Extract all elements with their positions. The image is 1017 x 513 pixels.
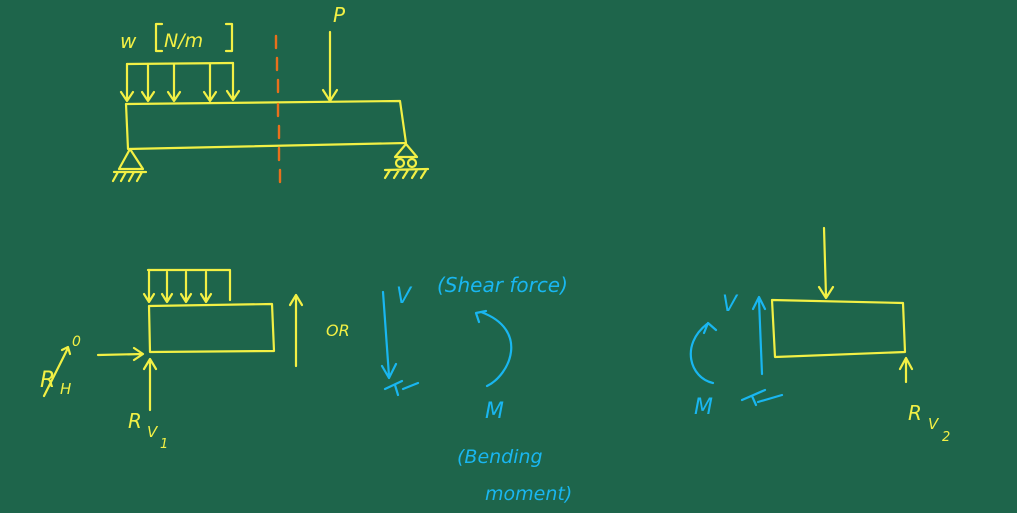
rv2-label: R — [908, 401, 922, 425]
rv1-arrow — [142, 357, 158, 412]
rv1-subscript: V — [147, 423, 159, 441]
roller-support — [393, 142, 419, 159]
rh-zero-label: 0 — [72, 334, 81, 350]
left-fbd-udl-1 — [142, 268, 156, 304]
right-moment-arrow — [689, 321, 718, 385]
rv1-index: 1 — [160, 437, 168, 452]
load-w-label: w — [120, 29, 137, 53]
m-right-label: M — [694, 395, 713, 420]
left-fbd-load-frame — [146, 268, 232, 302]
right-point-load-arrow — [817, 226, 835, 300]
rh-zero-arrow — [42, 345, 72, 398]
left-segment-body — [147, 302, 276, 354]
v-right-label: V — [722, 292, 739, 317]
full-beam-diagram: w N/m P — [111, 3, 430, 184]
point-load-arrow — [321, 30, 339, 103]
left-fbd-udl-2 — [160, 270, 174, 304]
rv2-arrow — [898, 356, 914, 384]
shear-convention-arrow — [380, 290, 398, 380]
m-left-label: M — [485, 399, 504, 424]
or-label: OR — [326, 321, 350, 340]
section-cut-line — [274, 34, 282, 184]
udl-arrow-2 — [140, 62, 156, 103]
roller-wheel-1 — [394, 157, 406, 169]
right-free-body: R V 2 V M — [689, 226, 950, 445]
unit-bracket-right — [224, 22, 234, 53]
udl-arrow-1 — [119, 62, 135, 103]
sign-convention: V (Shear force) M (Bending moment) — [380, 273, 572, 505]
left-fbd-udl-4 — [199, 270, 213, 304]
pin-ground-hatch — [111, 170, 148, 183]
left-convention-mark — [383, 379, 420, 397]
bending-label-line1: (Bending — [457, 446, 543, 468]
roller-wheel-2 — [406, 157, 418, 169]
shear-force-label: (Shear force) — [437, 273, 568, 297]
rh-label: R — [40, 368, 55, 393]
left-fbd-udl-3 — [179, 270, 193, 304]
v-left-label: V — [396, 284, 413, 309]
left-shear-arrow — [288, 293, 304, 368]
unit-bracket-left — [154, 22, 164, 53]
left-free-body: R H 0 R V 1 OR — [40, 268, 350, 452]
roller-ground-hatch — [383, 167, 430, 180]
right-shear-arrow — [751, 295, 767, 376]
udl-arrow-4 — [202, 62, 218, 103]
point-load-label: P — [333, 3, 346, 27]
rv1-label: R — [128, 409, 142, 433]
rv2-subscript: V — [928, 415, 940, 433]
rh-arrow — [96, 346, 145, 362]
udl-arrow-3 — [166, 62, 182, 103]
rh-subscript: H — [60, 380, 71, 398]
load-unit-label: N/m — [164, 30, 203, 52]
rv2-index: 2 — [942, 430, 950, 445]
udl-arrow-5 — [225, 61, 241, 102]
right-segment-body — [770, 298, 907, 359]
right-convention-mark — [740, 388, 784, 407]
beam-body — [124, 99, 408, 151]
pin-support — [117, 147, 145, 171]
distributed-load-top — [125, 61, 235, 66]
moment-convention-arrow — [474, 309, 513, 388]
bending-label-line2: moment) — [485, 483, 572, 505]
